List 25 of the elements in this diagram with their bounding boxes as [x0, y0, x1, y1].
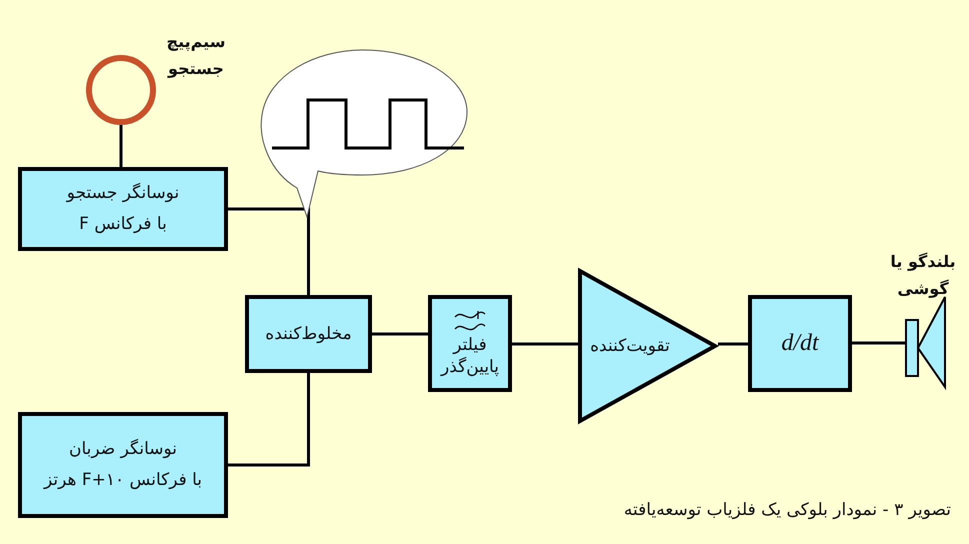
- block-label: با فرکانس F+۱۰ هرتز: [44, 469, 202, 492]
- block-box: [18, 167, 228, 251]
- block-box: [18, 412, 228, 518]
- figure-caption: تصویر ۳ - نمودار بلوکی یک فلزیاب توسعه‌یافته: [624, 500, 951, 520]
- connector-line: [852, 342, 905, 344]
- coil-label: سیم‌پیچ جستجو: [166, 31, 226, 80]
- block-label: نوسانگر جستجو: [66, 182, 180, 205]
- block-box: [245, 295, 372, 373]
- block-label: تقویت‌کننده: [590, 334, 670, 358]
- block-label: فیلتر پایین‌گذر: [439, 335, 500, 378]
- connector-line: [228, 208, 310, 295]
- block-label: با فرکانس F: [79, 213, 167, 236]
- speaker-label: بلندگو یا گوشی: [889, 251, 957, 300]
- connector-line: [512, 342, 578, 346]
- connector-line: [718, 342, 748, 346]
- math-label: d/dt: [781, 329, 819, 358]
- block-label: مخلوط‌کننده: [265, 322, 352, 346]
- differentiator-box: [748, 295, 852, 392]
- block-label: نوسانگر ضربان: [68, 438, 178, 461]
- connector-line: [120, 125, 122, 167]
- coil-circle: [86, 55, 156, 125]
- connector-line: [228, 373, 310, 466]
- amplifier-triangle: [578, 268, 718, 424]
- connector-line: [372, 332, 428, 336]
- filter-box: [428, 295, 512, 392]
